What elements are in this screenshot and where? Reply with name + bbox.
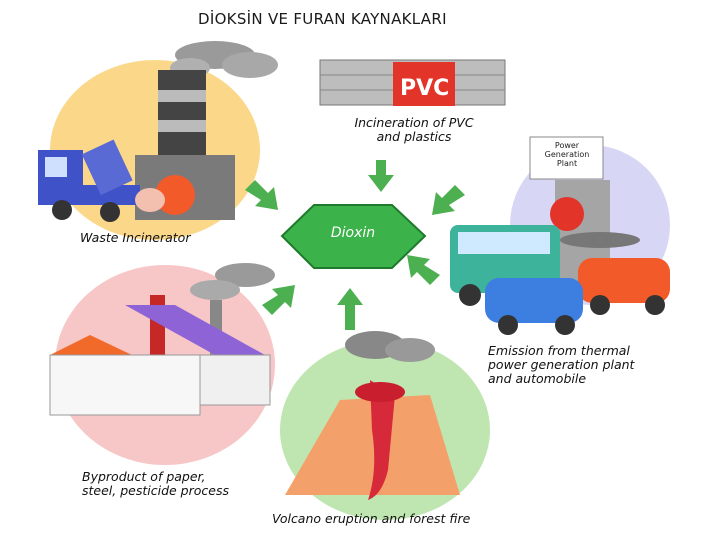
label-industry: Byproduct of paper, steel, pesticide pro…	[82, 469, 229, 498]
arrow-thermal	[432, 185, 465, 215]
fire-icon	[135, 175, 195, 215]
pvc-sign: PVC	[400, 76, 450, 101]
arrow-automobile	[407, 255, 440, 285]
arrow-industry	[262, 285, 295, 315]
bus-icon	[450, 225, 560, 306]
smoke-icon	[170, 41, 278, 78]
label-thermal: Emission from thermal power generation p…	[488, 343, 635, 386]
label-pvc: Incineration of PVC and plastics	[354, 115, 474, 144]
center-label: Dioxin	[330, 225, 376, 241]
volcano-icon	[285, 380, 460, 500]
power-sign: Power Generation Plant	[544, 141, 590, 168]
arrow-pvc	[368, 160, 394, 192]
smoke-icon	[345, 331, 435, 362]
arrow-volcano	[337, 288, 363, 330]
page-title: DİOKSİN VE FURAN KAYNAKLARI	[198, 10, 447, 28]
factory-icon	[49, 295, 271, 416]
arrow-waste	[245, 180, 278, 210]
pvc-pipes-icon	[319, 59, 506, 106]
dioxin-node	[280, 204, 427, 269]
label-waste: Waste Incinerator	[80, 230, 191, 245]
car-icon	[485, 258, 670, 335]
smoke-icon	[190, 263, 275, 300]
truck-icon	[38, 139, 140, 222]
label-volcano: Volcano eruption and forest fire	[272, 511, 471, 526]
